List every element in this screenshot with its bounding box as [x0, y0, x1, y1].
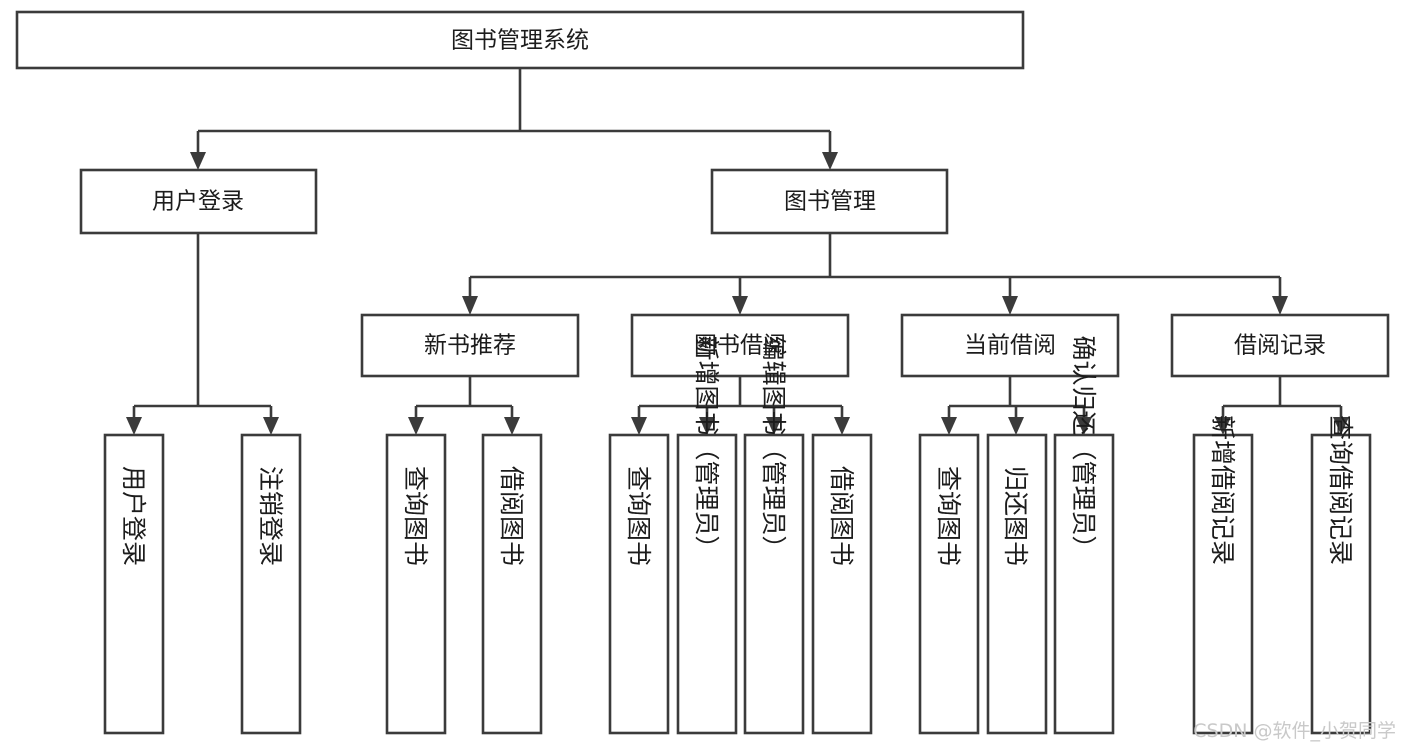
node-user-login[interactable]: 用户登录 [79, 168, 318, 235]
book-borrow-label: 图书借阅 [694, 333, 786, 359]
leaf-borrow-query-book[interactable]: 查询图书 [608, 433, 670, 735]
leaf-borrow-edit-book-box[interactable] [743, 433, 805, 735]
arrow-to-borrow-leaf-1 [631, 417, 647, 435]
csdn-watermark: CSDN @软件_小贺同学 [1193, 720, 1396, 742]
leaf-current-confirm-return-label: 确认归还（管理员） [1069, 335, 1098, 560]
leaf-borrow-borrow-book-box[interactable] [811, 433, 873, 735]
arrow-to-current-leaf-3 [1076, 417, 1092, 435]
leaf-record-add[interactable]: 新增借阅记录 [1192, 415, 1254, 735]
arrow-to-borrow-record [1272, 296, 1288, 315]
leaf-user-login[interactable]: 用户登录 [103, 433, 165, 735]
root-label: 图书管理系统 [451, 28, 589, 54]
node-new-book-recommend[interactable]: 新书推荐 [360, 313, 580, 378]
leaf-borrow-borrow-book-label: 借阅图书 [827, 466, 856, 566]
leaf-recommend-query-book-label: 查询图书 [401, 466, 430, 566]
arrow-to-current-leaf-2 [1008, 417, 1024, 435]
leaf-current-confirm-return[interactable]: 确认归还（管理员） [1053, 335, 1115, 735]
arrow-to-record-leaf-1 [1215, 417, 1231, 435]
borrow-record-box[interactable] [1170, 313, 1390, 378]
node-borrow-record[interactable]: 借阅记录 [1170, 313, 1390, 378]
arrow-to-current-borrow [1002, 296, 1018, 315]
arrow-to-leaf-logout [263, 417, 279, 435]
arrow-to-recommend-leaf-2 [504, 417, 520, 435]
arrow-to-borrow-leaf-2 [699, 417, 715, 435]
arrow-to-borrow-leaf-3 [766, 417, 782, 435]
leaf-borrow-add-book-label: 新增图书（管理员） [692, 335, 721, 560]
leaf-recommend-query-book-box[interactable] [385, 433, 447, 735]
leaf-current-return-book-box[interactable] [986, 433, 1048, 735]
leaf-user-login-label: 用户登录 [119, 466, 148, 566]
book-manage-label: 图书管理 [784, 189, 876, 215]
leaf-record-add-box[interactable] [1192, 433, 1254, 735]
leaf-logout-label: 注销登录 [256, 466, 285, 566]
leaf-borrow-add-book-box[interactable] [676, 433, 738, 735]
node-book-borrow[interactable]: 图书借阅 [630, 313, 850, 378]
arrow-to-leaf-user-login [126, 417, 142, 435]
leaf-recommend-borrow-book-label: 借阅图书 [497, 466, 526, 566]
leaf-current-query-book-label: 查询图书 [934, 466, 963, 566]
leaf-borrow-add-book[interactable]: 新增图书（管理员） [676, 335, 738, 735]
leaf-recommend-borrow-book[interactable]: 借阅图书 [481, 433, 543, 735]
leaf-current-confirm-return-box[interactable] [1053, 433, 1115, 735]
leaf-record-query[interactable]: 查询借阅记录 [1310, 415, 1372, 735]
leaf-current-return-book-label: 归还图书 [1001, 466, 1030, 566]
arrow-to-new-book-recommend [462, 296, 478, 315]
current-borrow-box[interactable] [900, 313, 1120, 378]
arrow-to-borrow-leaf-4 [834, 417, 850, 435]
arrow-to-current-leaf-1 [941, 417, 957, 435]
arrow-to-book-borrow [732, 296, 748, 315]
leaf-borrow-query-book-label: 查询图书 [624, 466, 653, 566]
leaf-borrow-edit-book[interactable]: 编辑图书（管理员） [743, 335, 805, 735]
leaf-recommend-query-book[interactable]: 查询图书 [385, 433, 447, 735]
book-borrow-box[interactable] [630, 313, 850, 378]
leaf-current-return-book[interactable]: 归还图书 [986, 433, 1048, 735]
leaf-record-add-label: 新增借阅记录 [1208, 415, 1237, 565]
new-book-recommend-label: 新书推荐 [424, 333, 516, 359]
arrow-to-user-login [190, 152, 206, 170]
arrow-to-book-manage [822, 152, 838, 170]
node-root[interactable]: 图书管理系统 [15, 10, 1025, 70]
arrow-to-record-leaf-2 [1333, 417, 1349, 435]
leaf-current-query-book-box[interactable] [918, 433, 980, 735]
node-book-manage[interactable]: 图书管理 [710, 168, 949, 235]
current-borrow-label: 当前借阅 [964, 333, 1056, 359]
user-login-box[interactable] [79, 168, 318, 235]
user-login-label: 用户登录 [152, 189, 244, 215]
leaf-record-query-box[interactable] [1310, 433, 1372, 735]
new-book-recommend-box[interactable] [360, 313, 580, 378]
leaf-borrow-borrow-book[interactable]: 借阅图书 [811, 433, 873, 735]
leaf-borrow-edit-book-label: 编辑图书（管理员） [759, 335, 788, 560]
book-manage-box[interactable] [710, 168, 949, 235]
leaf-logout-box[interactable] [240, 433, 302, 735]
leaf-record-query-label: 查询借阅记录 [1326, 415, 1355, 565]
leaf-logout[interactable]: 注销登录 [240, 433, 302, 735]
root-box[interactable] [15, 10, 1025, 70]
borrow-record-label: 借阅记录 [1234, 333, 1326, 359]
leaf-user-login-box[interactable] [103, 433, 165, 735]
leaf-borrow-query-book-box[interactable] [608, 433, 670, 735]
node-current-borrow[interactable]: 当前借阅 [900, 313, 1120, 378]
leaf-recommend-borrow-book-box[interactable] [481, 433, 543, 735]
connector-layer [126, 68, 1349, 435]
arrow-to-recommend-leaf-1 [408, 417, 424, 435]
leaf-current-query-book[interactable]: 查询图书 [918, 433, 980, 735]
